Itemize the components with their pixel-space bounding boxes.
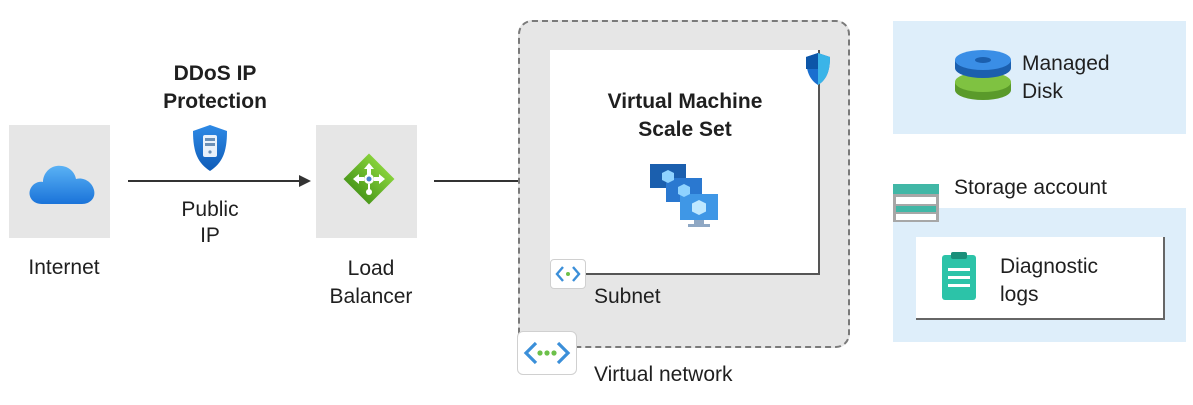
vmss-title-line1: Virtual Machine <box>607 90 763 113</box>
storage-account-icon <box>893 184 939 222</box>
ddos-title-line2: Protection <box>163 90 267 113</box>
diagnostic-logs-line1: Diagnostic <box>1000 255 1099 278</box>
arrow-lb-to-vmss <box>434 180 536 182</box>
load-balancer-line2: Balancer <box>329 285 413 308</box>
load-balancer-line1: Load <box>347 257 395 280</box>
arrow-internet-to-lb <box>128 180 300 182</box>
storage-account-label: Storage account <box>954 176 1107 199</box>
managed-disk-line1: Managed <box>1022 52 1110 75</box>
virtual-network-label: Virtual network <box>594 363 733 386</box>
managed-disk-icon <box>955 50 1011 100</box>
security-shield-icon <box>806 53 830 85</box>
diagnostic-logs-icon <box>942 252 976 300</box>
vmss-title-line2: Scale Set <box>638 118 732 141</box>
managed-disk-line2: Disk <box>1022 80 1063 103</box>
subnet-label: Subnet <box>594 285 661 308</box>
public-ip-line2: IP <box>200 224 220 247</box>
cloud-icon <box>29 165 95 204</box>
vmss-box <box>550 50 820 275</box>
public-ip-line1: Public <box>181 198 239 221</box>
managed-disk-box <box>893 21 1186 134</box>
internet-label: Internet <box>28 256 100 279</box>
virtual-network-icon <box>523 341 571 365</box>
virtual-machines-icon <box>650 164 718 227</box>
ddos-shield-icon <box>193 125 227 171</box>
arrow-head-1 <box>299 175 311 187</box>
load-balancer-icon <box>343 153 395 205</box>
subnet-icon <box>555 266 581 282</box>
diagnostic-logs-line2: logs <box>1000 283 1039 306</box>
ddos-title-line1: DDoS IP <box>173 62 257 85</box>
